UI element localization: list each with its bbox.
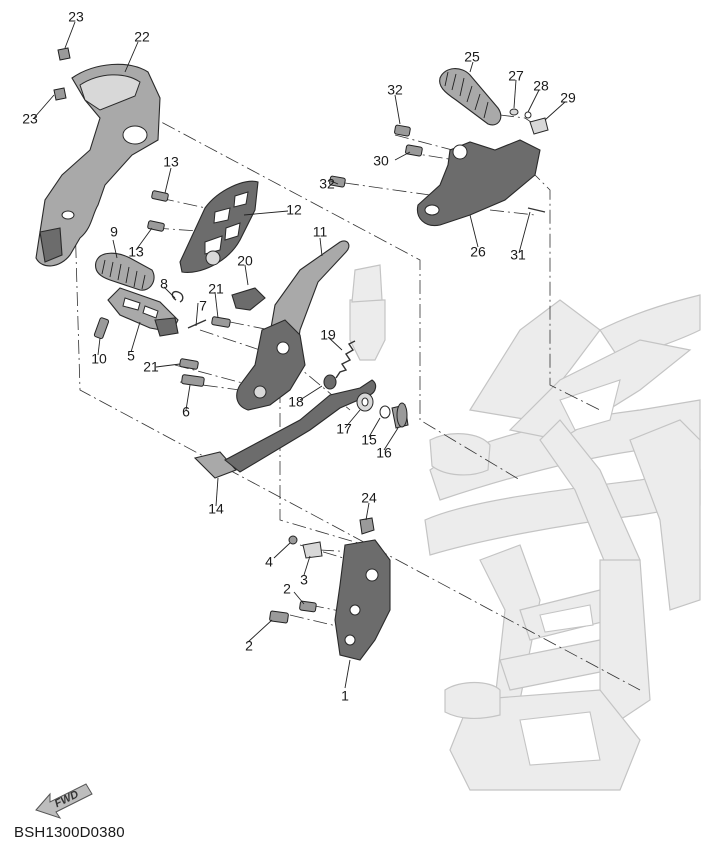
part-7-pin: [187, 319, 207, 329]
callout-19: 19: [320, 327, 336, 343]
callout-23-lower: 23: [22, 111, 38, 127]
part-14-brake-pedal: [193, 379, 377, 479]
callout-20: 20: [237, 253, 253, 269]
part-22-footrest-bracket: [35, 63, 161, 267]
part-17-washer: [356, 392, 374, 412]
part-21-bolt-lower: [179, 358, 199, 370]
part-29-cover: [529, 117, 549, 135]
callout-25: 25: [464, 49, 480, 65]
callout-6: 6: [182, 404, 190, 420]
part-30-bolt: [405, 144, 423, 157]
part-26-rear-bracket: [416, 139, 541, 227]
callout-leaders: [33, 21, 566, 689]
part-23-screw-lower: [53, 87, 67, 101]
part-20-cover: [231, 287, 266, 311]
part-2-bolt-lower: [269, 610, 289, 624]
part-9-footpeg-rubber: [94, 252, 155, 291]
callout-28: 28: [533, 78, 549, 94]
callout-12: 12: [286, 202, 302, 218]
part-1-lower-bracket: [334, 539, 391, 661]
part-lever-body: [236, 319, 306, 411]
frame-ghost: [349, 264, 701, 791]
part-31-pin: [527, 207, 546, 213]
callout-10: 10: [91, 351, 107, 367]
part-15-o-ring: [379, 405, 391, 419]
callout-30: 30: [373, 153, 389, 169]
part-21-bolt-upper: [211, 316, 231, 328]
fwd-arrow-icon: FWD: [35, 783, 93, 819]
part-2-bolt-upper: [299, 600, 317, 613]
callout-11: 11: [313, 224, 328, 240]
part-16-bolt: [391, 402, 409, 429]
part-10-bolt: [93, 317, 110, 340]
callout-27: 27: [508, 68, 524, 84]
callout-31: 31: [510, 247, 526, 263]
callout-9: 9: [110, 224, 118, 240]
callout-32-upper: 32: [387, 82, 403, 98]
part-23-screw-upper: [57, 47, 71, 61]
part-13-bolt-upper: [151, 190, 169, 202]
callout-17: 17: [336, 421, 352, 437]
callout-13-lower: 13: [128, 244, 144, 260]
part-6-bolt: [181, 374, 205, 387]
callout-23-upper: 23: [68, 9, 84, 25]
callout-29: 29: [560, 90, 576, 106]
callout-1: 1: [341, 688, 349, 704]
callout-32-lower: 32: [319, 176, 335, 192]
callout-13-upper: 13: [163, 154, 179, 170]
callout-7: 7: [199, 298, 207, 314]
callout-22: 22: [134, 29, 150, 45]
part-4-screw: [288, 535, 298, 545]
callout-21-upper: 21: [208, 281, 224, 297]
callout-15: 15: [361, 432, 377, 448]
callout-4: 4: [265, 554, 273, 570]
part-24-bolt: [359, 517, 375, 535]
part-12-heel-plate: [179, 180, 259, 273]
part-13-bolt-lower: [147, 220, 165, 232]
callout-21-lower: 21: [143, 359, 159, 375]
part-32-bolt-upper: [394, 124, 411, 137]
callout-24: 24: [361, 490, 377, 506]
callout-16: 16: [376, 445, 392, 461]
callout-8: 8: [160, 276, 168, 292]
part-25-rear-footpeg-rubber: [439, 68, 502, 126]
part-18-washer: [323, 374, 337, 390]
part-32-bolt-lower: [329, 175, 346, 188]
callout-26: 26: [470, 244, 486, 260]
part-5-footpeg: [107, 287, 179, 337]
callout-3: 3: [300, 572, 308, 588]
document-code: BSH1300D0380: [14, 824, 125, 841]
part-28-clip: [524, 111, 532, 119]
callout-2-lower: 2: [245, 638, 253, 654]
part-3-switch: [302, 541, 323, 559]
callout-18: 18: [288, 394, 304, 410]
part-19-spring: [335, 340, 356, 379]
callout-labels: 1 2 2 3 4 5 6 7 8 9 10 11 12 13 13 14 15…: [22, 9, 576, 704]
callout-14: 14: [208, 501, 224, 517]
part-27-washer: [509, 108, 519, 116]
callout-5: 5: [127, 348, 135, 364]
callout-2-upper: 2: [283, 581, 291, 597]
